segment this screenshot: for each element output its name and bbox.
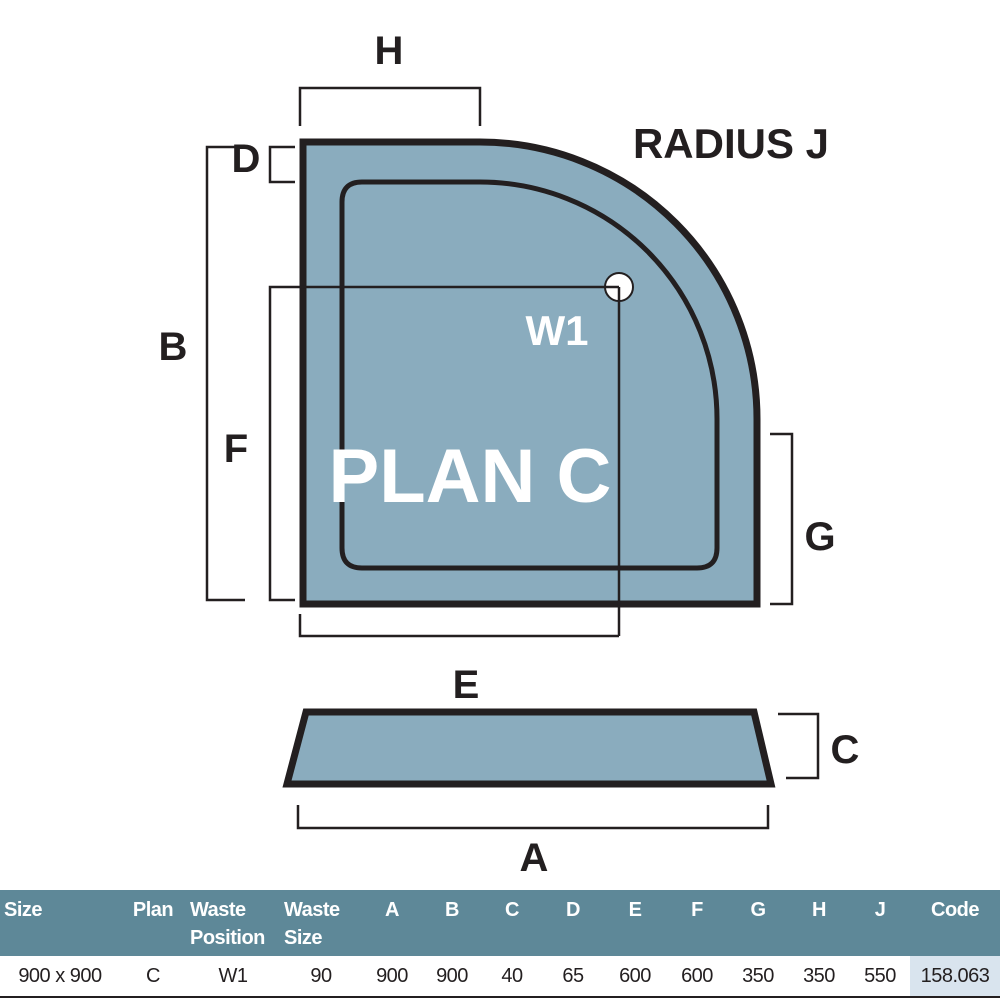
label-c: C [831, 728, 860, 772]
dimension-a-bracket [296, 805, 770, 830]
cell-h: 350 [788, 956, 850, 998]
cell-e: 600 [604, 956, 666, 998]
header-j: J [874, 899, 886, 921]
label-b: B [159, 325, 188, 369]
header-waste-position-line2: Position [190, 927, 265, 949]
dimension-d-bracket [268, 145, 295, 184]
cell-waste-size: 90 [280, 956, 362, 998]
dimension-h-bracket [298, 86, 482, 126]
cell-plan: C [120, 956, 186, 998]
table-row: 900 x 900 C W1 90 900 900 40 65 600 600 … [0, 956, 1000, 998]
header-waste-size-line1: Waste [284, 899, 340, 921]
header-plan: Plan [132, 899, 174, 921]
label-radius: RADIUS J [633, 120, 829, 167]
tray-side-profile [282, 708, 776, 788]
tray-inner-basin [339, 179, 720, 571]
header-size: Size [4, 899, 43, 921]
cell-waste-position: W1 [186, 956, 280, 998]
cell-b: 900 [422, 956, 482, 998]
header-code: Code [931, 899, 980, 921]
dimension-f-bracket [268, 285, 295, 602]
label-plan: PLAN C [329, 434, 612, 519]
label-f: F [224, 427, 248, 471]
header-e: E [628, 899, 642, 921]
header-f: F [691, 899, 703, 921]
dimension-b-bracket [205, 145, 245, 602]
label-h: H [375, 29, 404, 73]
dimension-g-bracket [770, 432, 794, 606]
cell-j: 550 [850, 956, 910, 998]
label-d: D [232, 137, 261, 181]
tray-outline [299, 138, 761, 608]
dimension-e-bracket [298, 614, 619, 638]
cell-a: 900 [362, 956, 422, 998]
header-waste-size-line2: Size [284, 927, 323, 949]
dimension-c-bracket [778, 712, 820, 780]
cell-d: 65 [542, 956, 604, 998]
cell-f: 600 [666, 956, 728, 998]
label-g: G [804, 515, 835, 559]
cell-c: 40 [482, 956, 542, 998]
header-h: H [812, 899, 826, 921]
header-g: G [750, 899, 766, 921]
header-a: A [385, 899, 399, 921]
cell-code: 158.063 [910, 956, 1000, 998]
header-b: B [445, 899, 459, 921]
label-a: A [520, 836, 549, 880]
label-waste: W1 [526, 307, 589, 354]
header-d: D [566, 899, 580, 921]
cell-size: 900 x 900 [0, 956, 120, 998]
cell-g: 350 [728, 956, 788, 998]
label-e: E [453, 663, 480, 707]
plan-c-diagram: H D RADIUS J B W1 F PLAN C G E C A [159, 29, 860, 880]
header-c: C [505, 899, 519, 921]
header-waste-position-line1: Waste [190, 899, 246, 921]
